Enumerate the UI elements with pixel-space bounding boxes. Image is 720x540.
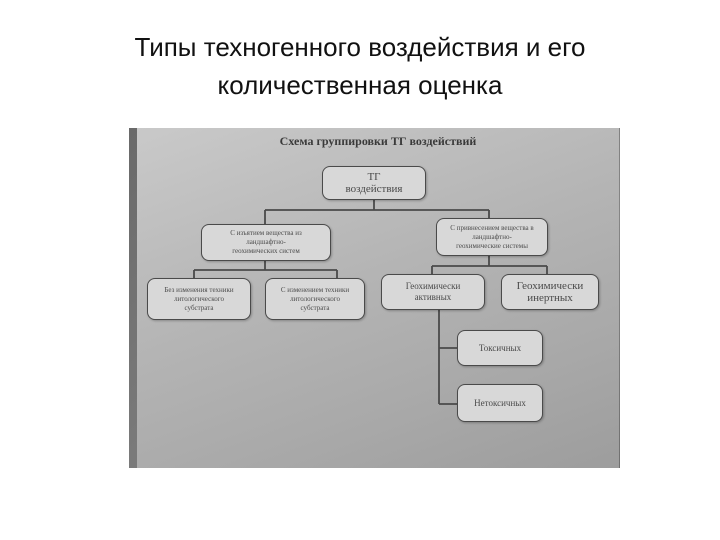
node-leaf-without-change: Без изменения техники литологического су… <box>147 278 251 320</box>
node-nontoxic: Нетоксичных <box>457 384 543 422</box>
node-right-branch-line-2: ландшафтно- <box>472 232 512 241</box>
node-active-line-2: активных <box>414 292 452 302</box>
paper-sheet: Схема группировки ТГ воздействий <box>137 128 619 468</box>
node-inert: Геохимически инертных <box>501 274 599 310</box>
connector-lines <box>193 200 548 405</box>
node-root-line-2: воздействия <box>345 183 403 195</box>
node-root: ТГ воздействия <box>322 166 426 200</box>
scheme-photo: Схема группировки ТГ воздействий <box>129 128 620 468</box>
node-left-branch-line-2: ландшафтно- <box>246 238 286 246</box>
node-inert-line-2: инертных <box>527 292 573 304</box>
node-active-line-1: Геохимически <box>405 281 461 291</box>
node-leaf-2-line-2: литологического <box>290 294 340 303</box>
node-toxic-label: Токсичных <box>478 342 522 353</box>
node-leaf-1-line-3: субстрата <box>184 303 214 312</box>
node-left-branch-line-3: геохимических систем <box>232 247 300 255</box>
node-root-line-1: ТГ <box>367 171 381 183</box>
node-leaf-with-change: С изменением техники литологического суб… <box>265 278 365 320</box>
node-nontoxic-label: Нетоксичных <box>474 397 526 408</box>
node-right-branch: С привнесением вещества в ландшафтно- ге… <box>436 218 548 256</box>
node-left-branch: С изъятием вещества из ландшафтно- геохи… <box>201 224 331 261</box>
slide-title: Типы техногенного воздействия и его коли… <box>40 28 680 104</box>
slide-title-line-2: количественная оценка <box>217 70 503 100</box>
node-left-branch-line-1: С изъятием вещества из <box>230 229 302 237</box>
node-toxic: Токсичных <box>457 330 543 366</box>
node-leaf-1-line-1: Без изменения техники <box>164 285 234 294</box>
slide-title-line-1: Типы техногенного воздействия и его <box>134 32 586 62</box>
node-leaf-1-line-2: литологического <box>174 294 224 303</box>
scheme-heading: Схема группировки ТГ воздействий <box>279 134 477 148</box>
node-leaf-2-line-3: субстрата <box>300 303 330 312</box>
node-active: Геохимически активных <box>381 274 485 310</box>
node-leaf-2-line-1: С изменением техники <box>280 285 350 294</box>
node-right-branch-line-1: С привнесением вещества в <box>450 223 534 232</box>
node-right-branch-line-3: геохимические системы <box>456 241 528 250</box>
node-inert-line-1: Геохимически <box>516 280 584 292</box>
